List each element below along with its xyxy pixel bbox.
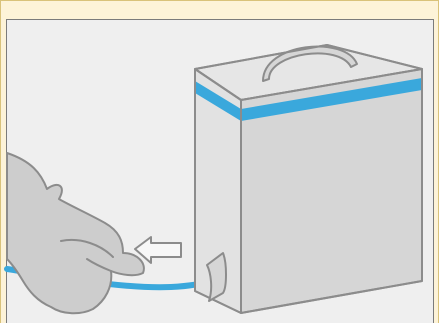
left-arrow-icon: [135, 237, 181, 263]
box: [195, 45, 422, 313]
gloved-hand: [7, 153, 144, 313]
